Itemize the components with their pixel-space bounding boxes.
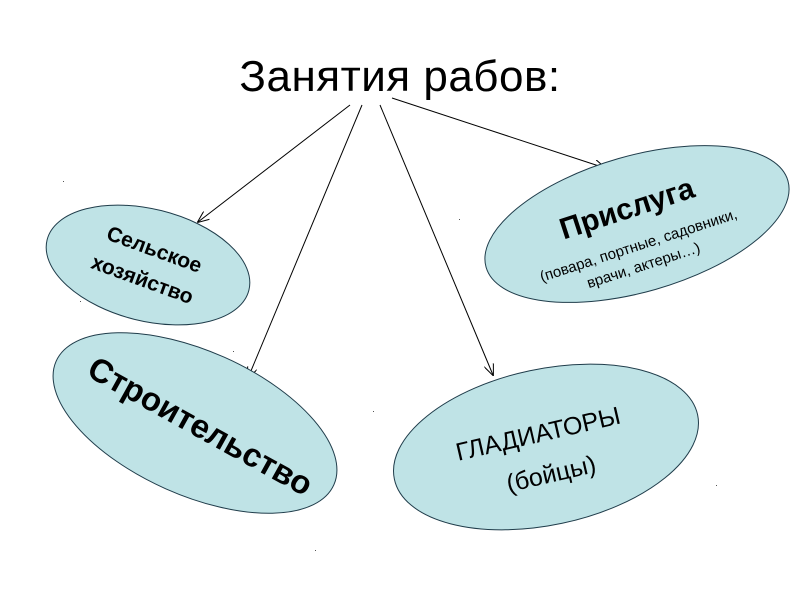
node-agriculture: Сельское хозяйство <box>45 204 251 326</box>
stray-dot <box>80 301 81 302</box>
slide-title: Занятия рабов: <box>239 52 561 101</box>
stray-dot <box>315 550 316 551</box>
oval-gladiators <box>393 363 699 531</box>
arrow-to-servants <box>391 97 605 168</box>
oval-servants <box>484 145 790 303</box>
stray-dot <box>63 181 64 182</box>
oval-construction <box>52 332 338 514</box>
stray-dot <box>459 219 460 220</box>
node-servants: Прислуга (повара, портные, садовники, вр… <box>484 145 790 303</box>
oval-agriculture <box>45 204 251 326</box>
stray-dot <box>373 411 374 412</box>
node-construction: Строительство <box>52 332 338 514</box>
arrow-to-gladiators <box>379 104 493 375</box>
stray-dot <box>716 485 717 486</box>
node-gladiators: ГЛАДИАТОРЫ (бойцы) <box>393 363 699 531</box>
arrow-to-construction <box>248 104 363 378</box>
arrow-to-agriculture <box>198 104 351 222</box>
stray-dot <box>233 351 234 352</box>
stray-dots <box>63 181 717 551</box>
